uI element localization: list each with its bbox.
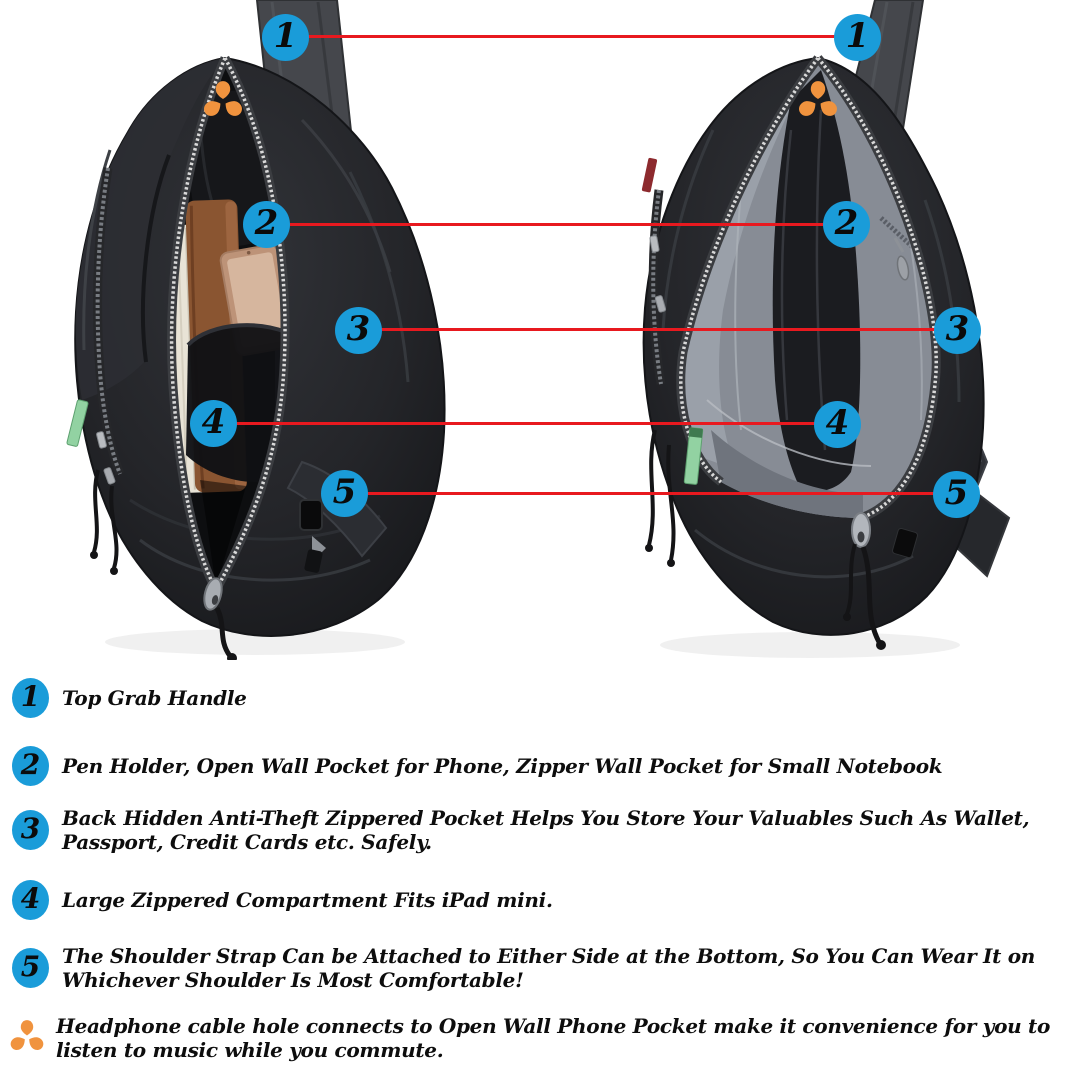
red-tag bbox=[641, 157, 658, 193]
callout-right-2: 2 bbox=[823, 201, 870, 248]
feature-row-1: 1 Top Grab Handle bbox=[12, 678, 247, 718]
trefoil-logo-icon bbox=[10, 1020, 44, 1050]
feature-row-3: 3 Back Hidden Anti-Theft Zippered Pocket… bbox=[12, 806, 1052, 854]
feature-badge-1: 1 bbox=[12, 678, 49, 718]
trefoil-logo-icon bbox=[204, 81, 242, 116]
side-zipper bbox=[90, 167, 125, 575]
right-bag-photo bbox=[641, 0, 1011, 658]
feature-text-headphone: Headphone cable hole connects to Open Wa… bbox=[56, 1014, 1050, 1062]
zipper-teeth bbox=[167, 55, 290, 593]
feature-text-4: Large Zippered Compartment Fits iPad min… bbox=[62, 888, 553, 912]
connector-line-5 bbox=[344, 492, 956, 495]
connector-line-2 bbox=[266, 223, 846, 226]
connector-line-3 bbox=[358, 328, 957, 331]
feature-row-5: 5 The Shoulder Strap Can be Attached to … bbox=[12, 944, 1062, 992]
feature-row-4: 4 Large Zippered Compartment Fits iPad m… bbox=[12, 880, 553, 920]
feature-text-5: The Shoulder Strap Can be Attached to Ei… bbox=[62, 944, 1035, 992]
feature-badge-2: 2 bbox=[12, 746, 49, 786]
left-bag-shadow bbox=[105, 629, 405, 655]
feature-text-3: Back Hidden Anti-Theft Zippered Pocket H… bbox=[62, 806, 1030, 854]
callout-left-3: 3 bbox=[335, 307, 382, 354]
trefoil-logo-icon bbox=[799, 81, 837, 116]
callout-right-3: 3 bbox=[934, 307, 981, 354]
callout-left-2: 2 bbox=[243, 201, 290, 248]
right-bag-shadow bbox=[660, 632, 960, 658]
feature-text-2: Pen Holder, Open Wall Pocket for Phone, … bbox=[62, 754, 943, 778]
feature-badge-3: 3 bbox=[12, 810, 49, 850]
callout-left-5: 5 bbox=[321, 470, 368, 517]
callout-right-1: 1 bbox=[834, 14, 881, 61]
feature-badge-4: 4 bbox=[12, 880, 49, 920]
callout-right-4: 4 bbox=[814, 401, 861, 448]
callout-right-5: 5 bbox=[933, 471, 980, 518]
connector-line-4 bbox=[213, 422, 837, 425]
callout-left-4: 4 bbox=[190, 400, 237, 447]
bottom-zipper-pull bbox=[203, 577, 237, 660]
strap-buckle bbox=[892, 527, 918, 559]
feature-text-1: Top Grab Handle bbox=[62, 686, 247, 710]
green-tag bbox=[66, 399, 89, 447]
connector-line-1 bbox=[285, 35, 857, 38]
callout-left-1: 1 bbox=[262, 14, 309, 61]
feature-badge-5: 5 bbox=[12, 948, 49, 988]
feature-row-2: 2 Pen Holder, Open Wall Pocket for Phone… bbox=[12, 746, 943, 786]
bottom-zipper-pull bbox=[843, 512, 886, 650]
side-zipper bbox=[645, 189, 676, 567]
feature-row-headphone: Headphone cable hole connects to Open Wa… bbox=[8, 1014, 1066, 1062]
